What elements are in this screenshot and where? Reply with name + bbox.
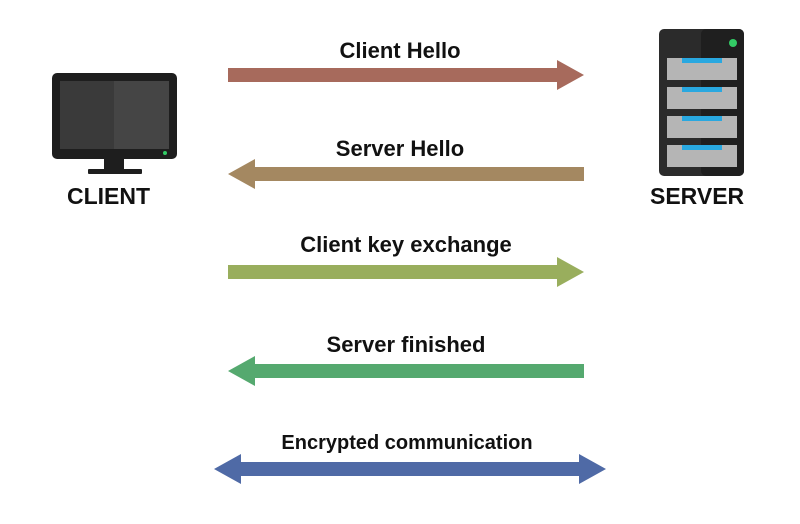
drive-bay xyxy=(667,58,737,80)
arrow-server-hello xyxy=(228,159,584,189)
server-tower-icon xyxy=(659,29,744,176)
left-arrow-icon xyxy=(228,356,584,386)
left-arrow-icon xyxy=(228,159,584,189)
right-arrow-icon xyxy=(228,257,584,287)
client-monitor-icon xyxy=(52,73,177,174)
drive-light xyxy=(682,145,722,150)
server-drive-bays xyxy=(667,58,737,167)
drive-bay xyxy=(667,87,737,109)
drive-bay xyxy=(667,116,737,138)
arrow-client-hello xyxy=(228,60,584,90)
client-label: CLIENT xyxy=(67,183,151,209)
message-label-server-hello: Server Hello xyxy=(335,136,465,161)
message-label-client-hello: Client Hello xyxy=(339,38,461,63)
monitor-power-led xyxy=(163,151,167,155)
drive-bay xyxy=(667,145,737,167)
server-power-led xyxy=(729,39,737,47)
drive-light xyxy=(682,58,722,63)
arrow-encrypted-communication xyxy=(214,454,606,484)
arrow-server-finished xyxy=(228,356,584,386)
server-label: SERVER xyxy=(650,183,745,209)
monitor-base xyxy=(88,169,142,174)
message-label-client-key-exchange: Client key exchange xyxy=(300,232,512,257)
message-label-encrypted-communication: Encrypted communication xyxy=(281,432,533,454)
drive-light xyxy=(682,87,722,92)
monitor-neck xyxy=(104,159,124,171)
double-arrow-icon xyxy=(214,454,606,484)
message-label-server-finished: Server finished xyxy=(326,332,486,357)
arrow-client-key-exchange xyxy=(228,257,584,287)
monitor-screen-shade xyxy=(114,81,169,149)
right-arrow-icon xyxy=(228,60,584,90)
drive-light xyxy=(682,116,722,121)
